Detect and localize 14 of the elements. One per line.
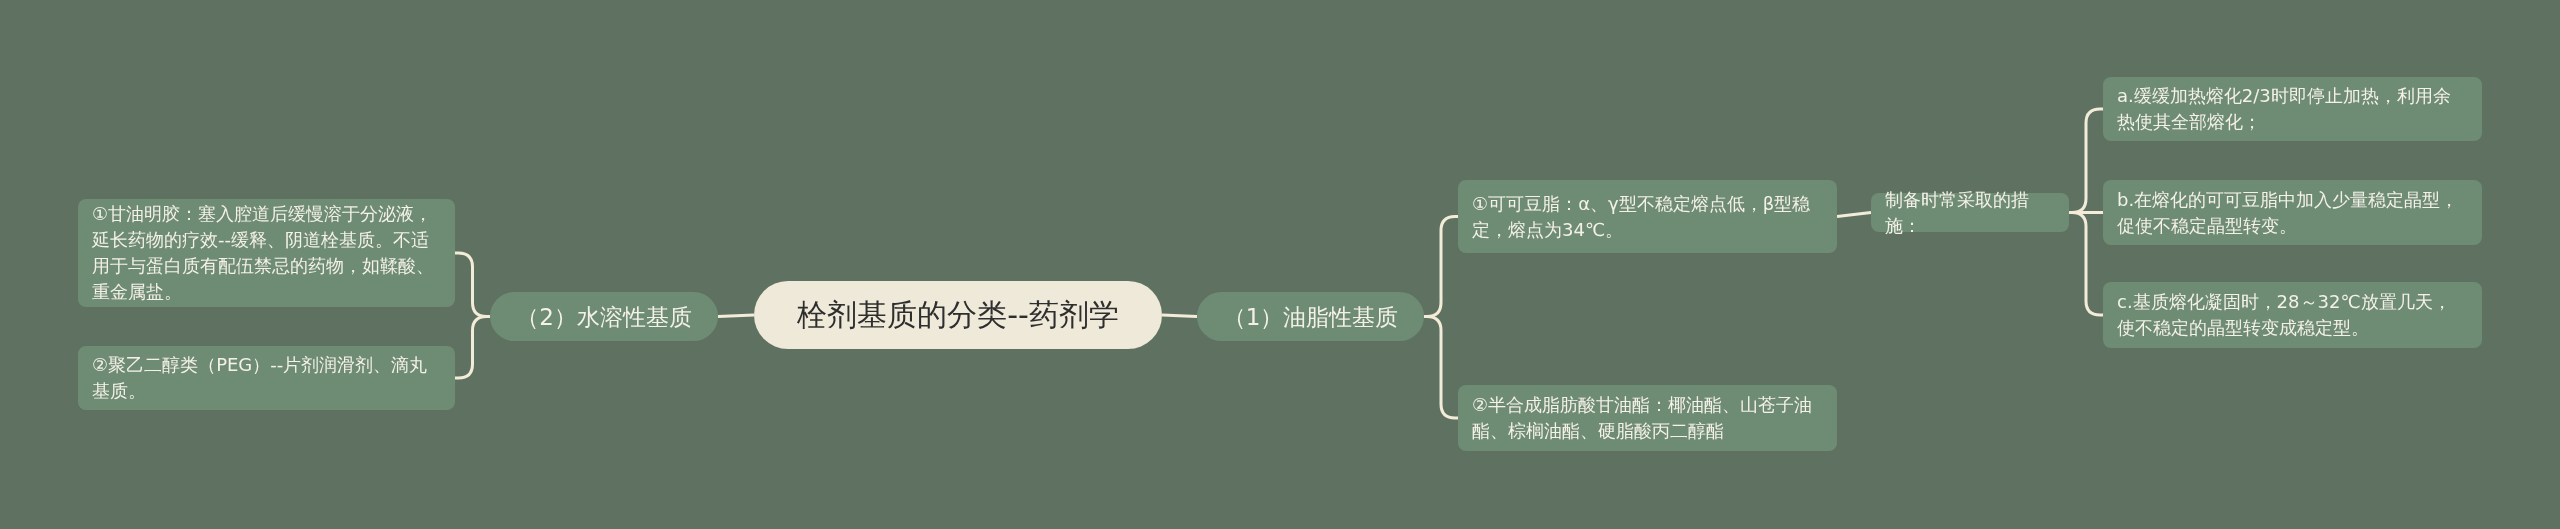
connector-line	[1836, 211, 1872, 218]
topic-box: ②半合成脂肪酸甘油酯：椰油酯、山苍子油酯、棕榈油酯、硬脂酸丙二醇酯	[1458, 385, 1837, 451]
topic-box: a.缓缓加热熔化2/3时即停止加热，利用余热使其全部熔化；	[2103, 77, 2482, 141]
connector-line	[1161, 313, 1198, 318]
connector-line	[717, 313, 755, 318]
topic-box: 制备时常采取的措施：	[1871, 193, 2069, 232]
topic-box: b.在熔化的可可豆脂中加入少量稳定晶型，促使不稳定晶型转变。	[2103, 180, 2482, 245]
topic-box: c.基质熔化凝固时，28～32℃放置几天，使不稳定的晶型转变成稳定型。	[2103, 282, 2482, 348]
topic-box: ①甘油明胶：塞入腔道后缓慢溶于分泌液，延长药物的疗效--缓释、阴道栓基质。不适用于与蛋白质有配伍禁忌的药物，如鞣酸、重金属盐。	[78, 199, 455, 307]
branch-topic: （1）油脂性基质	[1197, 292, 1424, 341]
central-topic: 栓剂基质的分类--药剂学	[754, 281, 1162, 349]
topic-box: ②聚乙二醇类（PEG）--片剂润滑剂、滴丸基质。	[78, 346, 455, 410]
branch-topic: （2）水溶性基质	[490, 292, 718, 341]
topic-box: ①可可豆脂：α、γ型不稳定熔点低，β型稳定，熔点为34℃。	[1458, 180, 1837, 253]
